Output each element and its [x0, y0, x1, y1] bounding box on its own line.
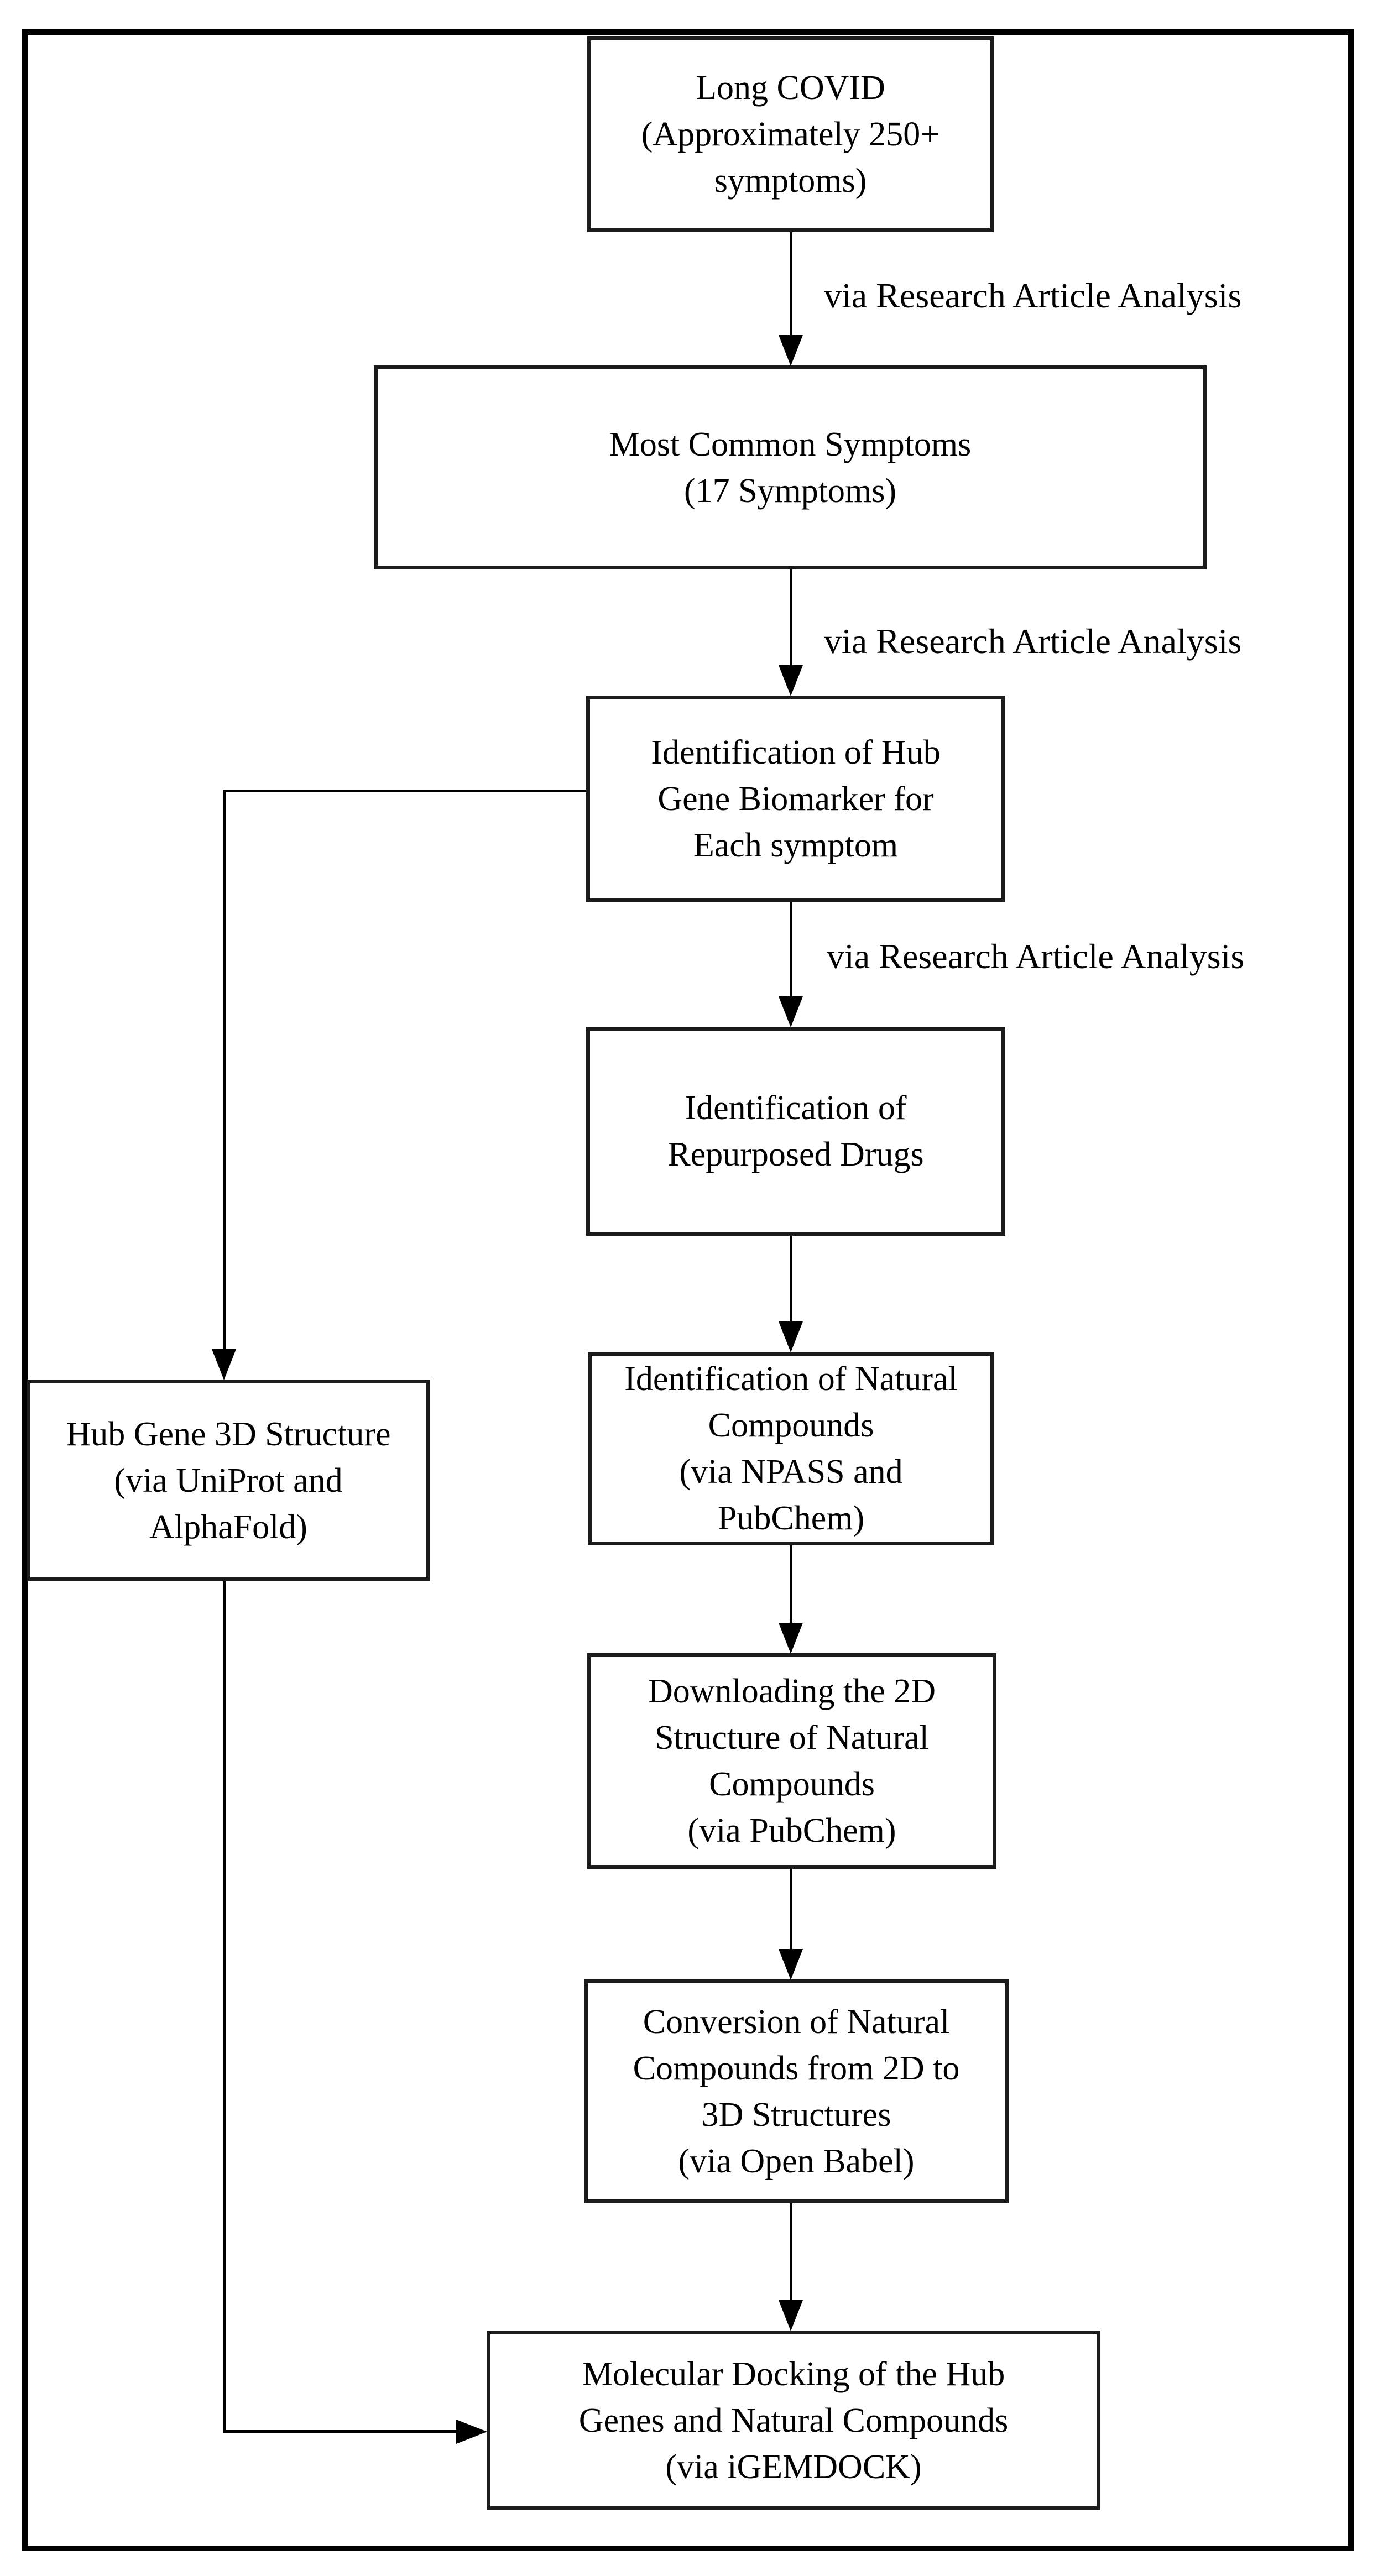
node-molecular-docking: Molecular Docking of the Hub Genes and N…	[487, 2331, 1100, 2510]
connector-3-line	[790, 902, 792, 997]
connector-4-line	[790, 1236, 792, 1323]
node-conversion-2d-3d: Conversion of Natural Compounds from 2D …	[584, 1979, 1009, 2203]
connector-7-line	[790, 2203, 792, 2301]
edge-label-research-article-analysis-1: via Research Article Analysis	[824, 276, 1242, 315]
arrow-down-1-icon	[779, 335, 803, 366]
connector-6-line	[790, 1869, 792, 1950]
node-hub-gene-3d: Hub Gene 3D Structure (via UniProt and A…	[27, 1380, 430, 1581]
edge-label-research-article-analysis-3: via Research Article Analysis	[827, 937, 1245, 976]
branch-lower-vertical-line	[223, 1581, 226, 2433]
branch-left-vertical-line	[223, 790, 226, 1349]
edge-label-research-article-analysis-2: via Research Article Analysis	[824, 621, 1242, 661]
arrow-down-6-icon	[779, 1949, 803, 1980]
connector-5-line	[790, 1545, 792, 1624]
node-most-common-symptoms: Most Common Symptoms (17 Symptoms)	[374, 365, 1207, 569]
node-download-2d: Downloading the 2D Structure of Natural …	[587, 1653, 996, 1869]
node-repurposed-drugs: Identification of Repurposed Drugs	[586, 1027, 1005, 1236]
arrow-down-7-icon	[779, 2300, 803, 2331]
node-long-covid: Long COVID (Approximately 250+ symptoms)	[587, 36, 994, 232]
arrow-down-4-icon	[779, 1321, 803, 1352]
arrow-down-branch-icon	[212, 1349, 236, 1380]
connector-2-line	[790, 569, 792, 666]
outer-frame	[22, 29, 1354, 2551]
node-natural-compounds: Identification of Natural Compounds (via…	[588, 1352, 994, 1545]
arrow-down-2-icon	[779, 665, 803, 696]
arrow-down-3-icon	[779, 996, 803, 1027]
arrow-down-5-icon	[779, 1623, 803, 1654]
connector-1-line	[790, 232, 792, 338]
branch-bottom-horizontal-line	[223, 2430, 456, 2433]
branch-top-horizontal-line	[224, 790, 586, 792]
arrow-right-branch-icon	[456, 2420, 487, 2444]
node-hub-gene-biomarker: Identification of Hub Gene Biomarker for…	[586, 696, 1005, 902]
